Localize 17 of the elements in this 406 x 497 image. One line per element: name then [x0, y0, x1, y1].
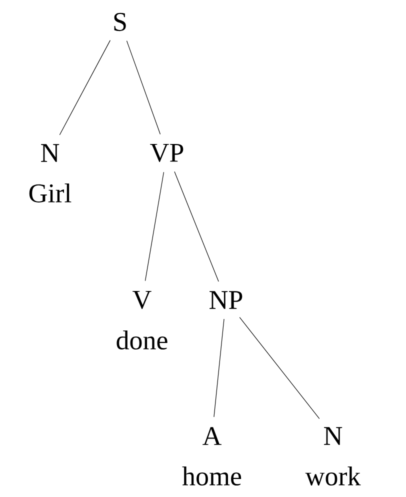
word-label: Girl — [29, 184, 72, 202]
tree-branch — [59, 40, 110, 136]
category-label: V — [132, 290, 152, 310]
word-label: home — [182, 466, 242, 486]
category-label: VP — [150, 144, 184, 162]
category-label: NP — [210, 291, 242, 309]
category-label: A — [202, 427, 222, 445]
category-label: N — [324, 427, 342, 445]
word-label: work — [305, 466, 361, 486]
tree-branch — [239, 317, 320, 419]
tree-branch — [174, 171, 219, 282]
category-label: S — [114, 12, 126, 32]
word-label: done — [116, 330, 168, 350]
tree-branch — [214, 318, 224, 418]
tree-branch — [144, 172, 164, 282]
category-label: N — [41, 144, 60, 162]
tree-branch — [126, 40, 161, 135]
